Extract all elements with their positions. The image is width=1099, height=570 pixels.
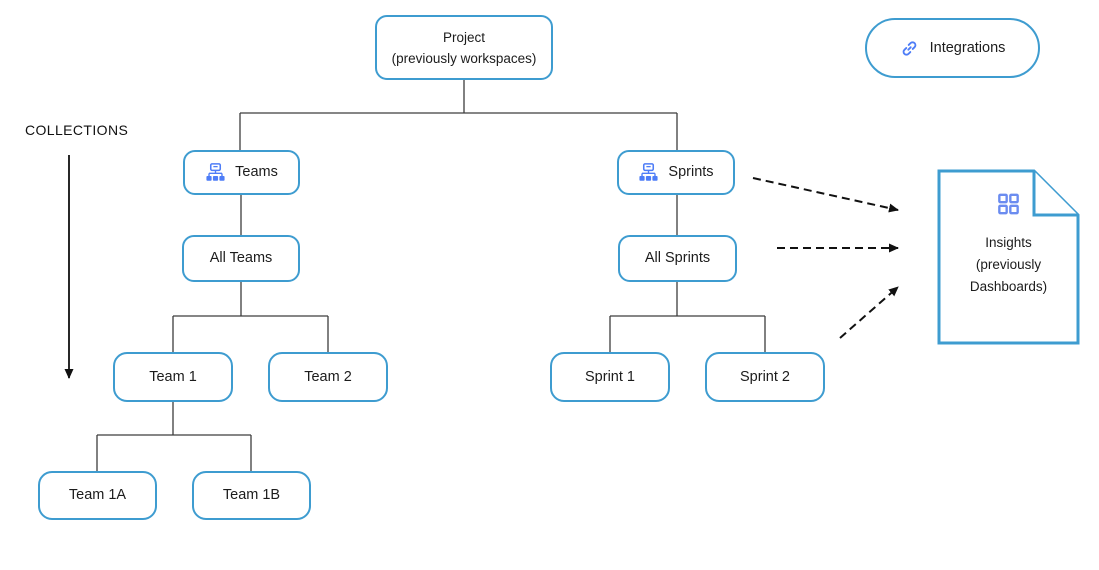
node-team-1[interactable]: Team 1 — [113, 352, 233, 402]
team-1a-label: Team 1A — [68, 487, 127, 503]
sprint-1-label: Sprint 1 — [585, 368, 635, 385]
integrations-label: Integrations — [929, 39, 1006, 56]
node-sprints[interactable]: Sprints — [617, 150, 735, 195]
link-icon — [900, 39, 919, 58]
org-chart-icon — [638, 163, 659, 182]
org-chart-icon — [205, 163, 226, 182]
node-team-2[interactable]: Team 2 — [268, 352, 388, 402]
arrow-sprints-to-insights — [752, 177, 899, 213]
node-integrations[interactable]: Integrations — [865, 18, 1040, 78]
teams-label: Teams — [235, 164, 278, 180]
insights-label: Insights (previously Dashboards) — [969, 235, 1048, 294]
node-insights[interactable]: Insights (previously Dashboards) — [937, 169, 1080, 345]
node-sprint-1[interactable]: Sprint 1 — [550, 352, 670, 402]
grid-icon — [997, 193, 1020, 220]
all-sprints-label: All Sprints — [644, 250, 711, 266]
node-team-1b[interactable]: Team 1B — [192, 471, 311, 520]
node-all-teams[interactable]: All Teams — [182, 235, 300, 282]
node-all-sprints[interactable]: All Sprints — [618, 235, 737, 282]
node-sprint-2[interactable]: Sprint 2 — [705, 352, 825, 402]
node-team-1a[interactable]: Team 1A — [38, 471, 157, 520]
sprints-label: Sprints — [668, 164, 714, 180]
team-2-label: Team 2 — [304, 368, 352, 385]
project-label: Project (previously workspaces) — [391, 29, 537, 66]
node-teams[interactable]: Teams — [183, 150, 300, 195]
all-teams-label: All Teams — [209, 250, 273, 266]
document-shape — [937, 169, 1080, 345]
team-1b-label: Team 1B — [222, 487, 281, 503]
arrow-sprintitems-to-insights — [839, 286, 899, 339]
collections-label: COLLECTIONS — [25, 122, 129, 138]
team-1-label: Team 1 — [149, 368, 197, 385]
node-project[interactable]: Project (previously workspaces) — [375, 15, 553, 80]
sprint-2-label: Sprint 2 — [740, 368, 790, 385]
